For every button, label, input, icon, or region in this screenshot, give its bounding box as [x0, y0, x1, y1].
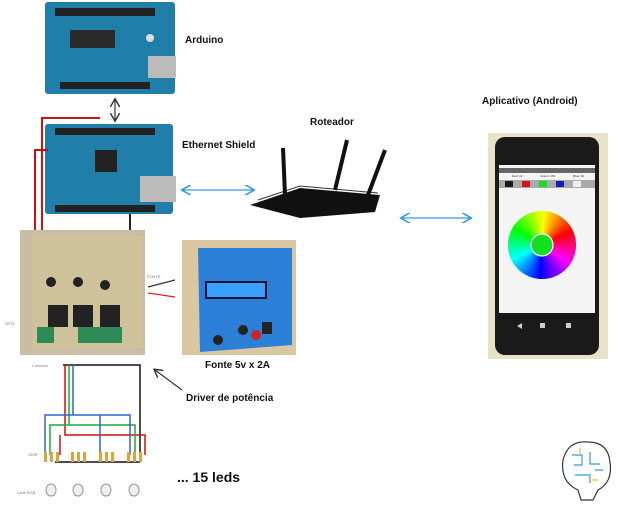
label-power-supply: Fonte 5v x 2A: [205, 360, 271, 371]
resistor: [105, 452, 108, 462]
color-swatch[interactable]: [556, 181, 564, 187]
resistor: [71, 452, 74, 462]
red-value: Red: 13: [511, 174, 523, 178]
resistor: [127, 452, 130, 462]
color-swatch[interactable]: [522, 181, 530, 187]
resistor: [139, 452, 142, 462]
power-driver-image: [20, 230, 145, 355]
blue-value: Blue: 46: [573, 174, 585, 178]
selected-color-circle: [530, 233, 554, 257]
label-leds: ... 15 leds: [177, 469, 241, 485]
resistor: [56, 452, 59, 462]
label-resistor: 150R: [28, 452, 38, 457]
label-tip31: TIP31: [4, 321, 15, 326]
phone-nav-icons: [517, 323, 571, 329]
color-swatch[interactable]: [539, 181, 547, 187]
label-ethernet-shield: Ethernet Shield: [182, 140, 256, 151]
resistor: [44, 452, 47, 462]
label-driver: Driver de potência: [186, 393, 274, 404]
resistor: [133, 452, 136, 462]
brain-logo: [561, 441, 612, 501]
resistor: [77, 452, 80, 462]
led-schematic: [44, 364, 146, 463]
label-app: Aplicativo (Android): [482, 96, 578, 107]
resistor: [50, 452, 53, 462]
resistor: [111, 452, 114, 462]
label-connector: Conector: [32, 363, 49, 368]
green-value: Green: 254: [540, 174, 556, 178]
label-router: Roteador: [310, 117, 354, 128]
label-leds-rgb: Leds RGB: [17, 490, 36, 495]
color-swatch[interactable]: [505, 181, 513, 187]
phone-rgb-values: Red: 13 Green: 254 Blue: 46: [503, 174, 593, 178]
resistor: [99, 452, 102, 462]
color-swatch[interactable]: [573, 181, 581, 187]
arduino-board-image: [45, 2, 176, 94]
resistor: [83, 452, 86, 462]
label-fonte: FONTE: [147, 274, 161, 279]
rgb-led: [45, 483, 57, 497]
rgb-led: [72, 483, 84, 497]
label-arduino: Arduino: [185, 35, 224, 46]
power-supply-image: [182, 240, 296, 355]
rgb-led: [100, 483, 112, 497]
ethernet-shield-image: [34, 117, 176, 232]
router-image: [250, 139, 387, 218]
rgb-led: [128, 483, 140, 497]
